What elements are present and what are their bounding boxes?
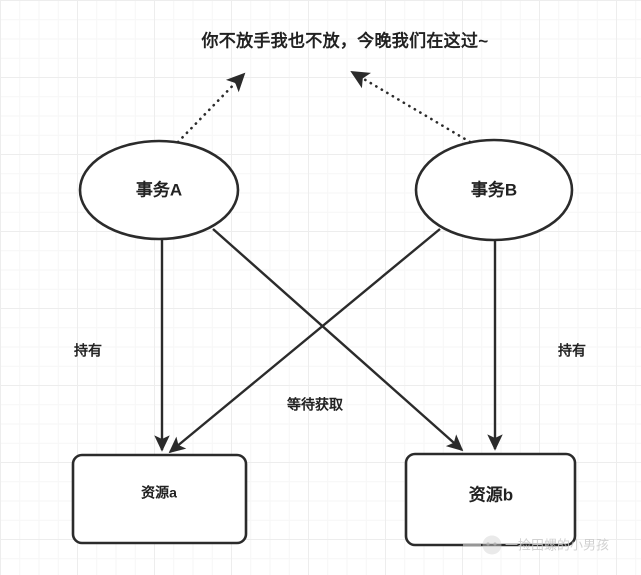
node-transaction-b-shape[interactable] <box>414 138 574 242</box>
node-resource-b-shape[interactable] <box>404 452 577 547</box>
edge-hold-left-label: 持有 <box>74 343 102 359</box>
edge-wait-b-to-a <box>168 228 441 454</box>
node-resource-a-label: 资源a <box>141 485 177 501</box>
note-connector-left-arrow <box>176 72 246 144</box>
watermark-logo-eye-right <box>493 542 497 546</box>
node-transaction-b[interactable]: 事务B <box>414 138 574 242</box>
note-text: 你不放手我也不放，今晚我们在这过~ <box>200 30 488 50</box>
node-resource-a-shape[interactable] <box>71 453 248 545</box>
watermark-logo-eye-left <box>486 542 490 546</box>
node-resource-b-label: 资源b <box>469 484 513 504</box>
watermark: 一捡田螺的小男孩 <box>463 535 609 555</box>
node-transaction-a-shape[interactable] <box>78 139 240 241</box>
watermark-logo-icon <box>482 535 502 555</box>
edge-hold-right-label: 持有 <box>558 343 586 359</box>
note-connectors <box>176 70 472 144</box>
edge-wait-b-to-a-line <box>168 228 441 454</box>
edge-hold-right: 持有 <box>487 240 586 451</box>
edge-wait-a-to-b-line <box>212 228 464 452</box>
edge-hold-left: 持有 <box>74 240 170 452</box>
node-resource-b[interactable]: 资源b <box>404 452 577 547</box>
node-transaction-b-label: 事务B <box>471 179 517 199</box>
watermark-text: 一捡田螺的小男孩 <box>505 537 609 552</box>
edge-wait-a-to-b: 等待获取 <box>212 228 464 452</box>
node-transaction-a-label: 事务A <box>136 179 182 199</box>
node-resource-a[interactable]: 资源a <box>71 453 248 545</box>
edge-wait-acquire-label: 等待获取 <box>287 397 344 413</box>
note-connector-right-arrow <box>350 70 472 144</box>
node-transaction-a[interactable]: 事务A <box>78 139 240 241</box>
